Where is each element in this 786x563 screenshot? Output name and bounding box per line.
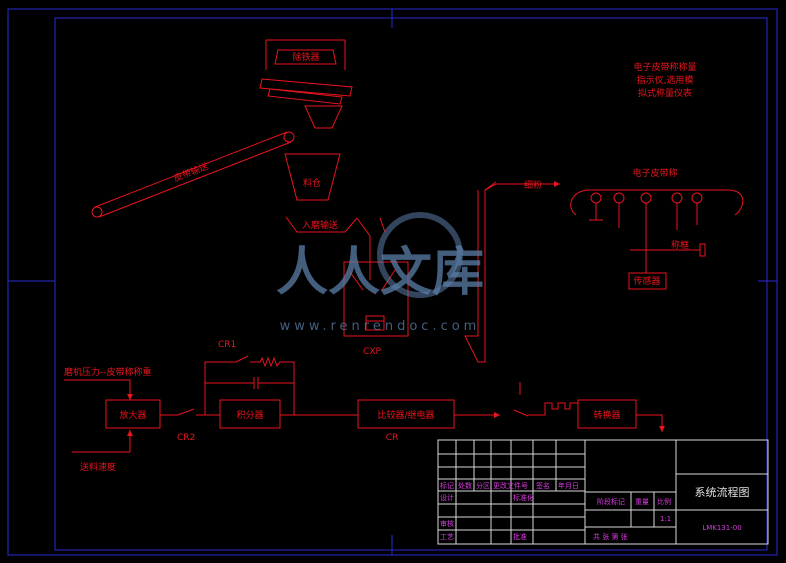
- title-block: 标记 处数 分区 更改文件号 签名 年月日 设计 标准化 审核 工艺 批准 阶段…: [437, 439, 769, 545]
- tb-scale: 比例: [657, 497, 671, 506]
- control-circuit: 磨机压力--皮带称称重 放大器 送料速度 CR2 积分器 CR1 比较器/继电器…: [64, 340, 665, 473]
- fine-powder-label: 细粉: [524, 179, 542, 191]
- material-bin: 料仓: [284, 153, 341, 201]
- note-line-2: 指示仪,选用模: [637, 74, 694, 86]
- tb-count: 处数: [458, 481, 472, 490]
- tb-stage: 阶段标记: [597, 497, 625, 506]
- tb-standard: 标准化: [513, 493, 534, 502]
- tb-weight: 重量: [635, 498, 649, 506]
- converter-label: 转换器: [593, 409, 620, 421]
- tb-marks: 标记: [440, 481, 454, 490]
- drawing-number: LMK131-00: [702, 524, 741, 532]
- tb-zone: 分区: [476, 481, 490, 490]
- tb-approve: 批准: [513, 532, 527, 541]
- elevator-pipe: 细粉: [464, 179, 560, 363]
- sensor-label: 传感器: [633, 275, 660, 287]
- tb-design: 设计: [440, 493, 454, 502]
- comparator-label: 比较器/继电器: [377, 409, 434, 421]
- integrator-label: 积分器: [236, 409, 263, 421]
- feed-speed-label: 送料速度: [80, 461, 116, 473]
- inner-border: [54, 17, 768, 551]
- watermark-url: www.renrendoc.com: [280, 319, 481, 334]
- drawing-title: 系统流程图: [695, 485, 750, 499]
- mill-feed-chute: 入磨输送: [285, 216, 358, 233]
- amplifier-block: [105, 399, 161, 429]
- mill-feed-label: 入磨输送: [302, 219, 338, 231]
- comparator-block: [357, 399, 455, 429]
- watermark: 人人文库 www.renrendoc.com: [276, 212, 484, 334]
- tb-review: 审核: [440, 519, 454, 528]
- mill-pressure-label: 磨机压力--皮带称称重: [64, 366, 152, 378]
- tb-date: 年月日: [558, 481, 579, 490]
- cr-label: CR: [386, 433, 399, 443]
- tb-sign: 签名: [536, 481, 550, 490]
- weighing-frame-label: 称框: [671, 239, 689, 251]
- tb-process: 工艺: [440, 533, 454, 541]
- cr2-label: CR2: [177, 433, 195, 443]
- tb-scale-value: 1:1: [660, 515, 671, 523]
- cr1-label: CR1: [218, 340, 236, 350]
- watermark-main: 人人文库: [276, 243, 484, 303]
- tb-sheets: 共 张 第 张: [593, 532, 628, 541]
- bin-label: 料仓: [303, 177, 321, 189]
- converter-block: [577, 399, 637, 429]
- iron-remover: 除铁器: [259, 39, 353, 129]
- belt-conveyor: 皮带输送: [91, 131, 295, 218]
- note-line-1: 电子皮带称称量: [633, 61, 696, 73]
- electronic-belt-scale: 电子皮带称 称框 传感器: [570, 167, 744, 290]
- amplifier-label: 放大器: [119, 409, 146, 421]
- tb-doc: 更改文件号: [493, 481, 528, 490]
- integrator-block: [219, 399, 281, 429]
- iron-remover-label: 除铁器: [292, 51, 319, 63]
- mill-label: CXP: [363, 347, 381, 357]
- note-line-3: 拟式称量仪表: [638, 87, 692, 99]
- belt-scale-label: 电子皮带称: [632, 167, 677, 179]
